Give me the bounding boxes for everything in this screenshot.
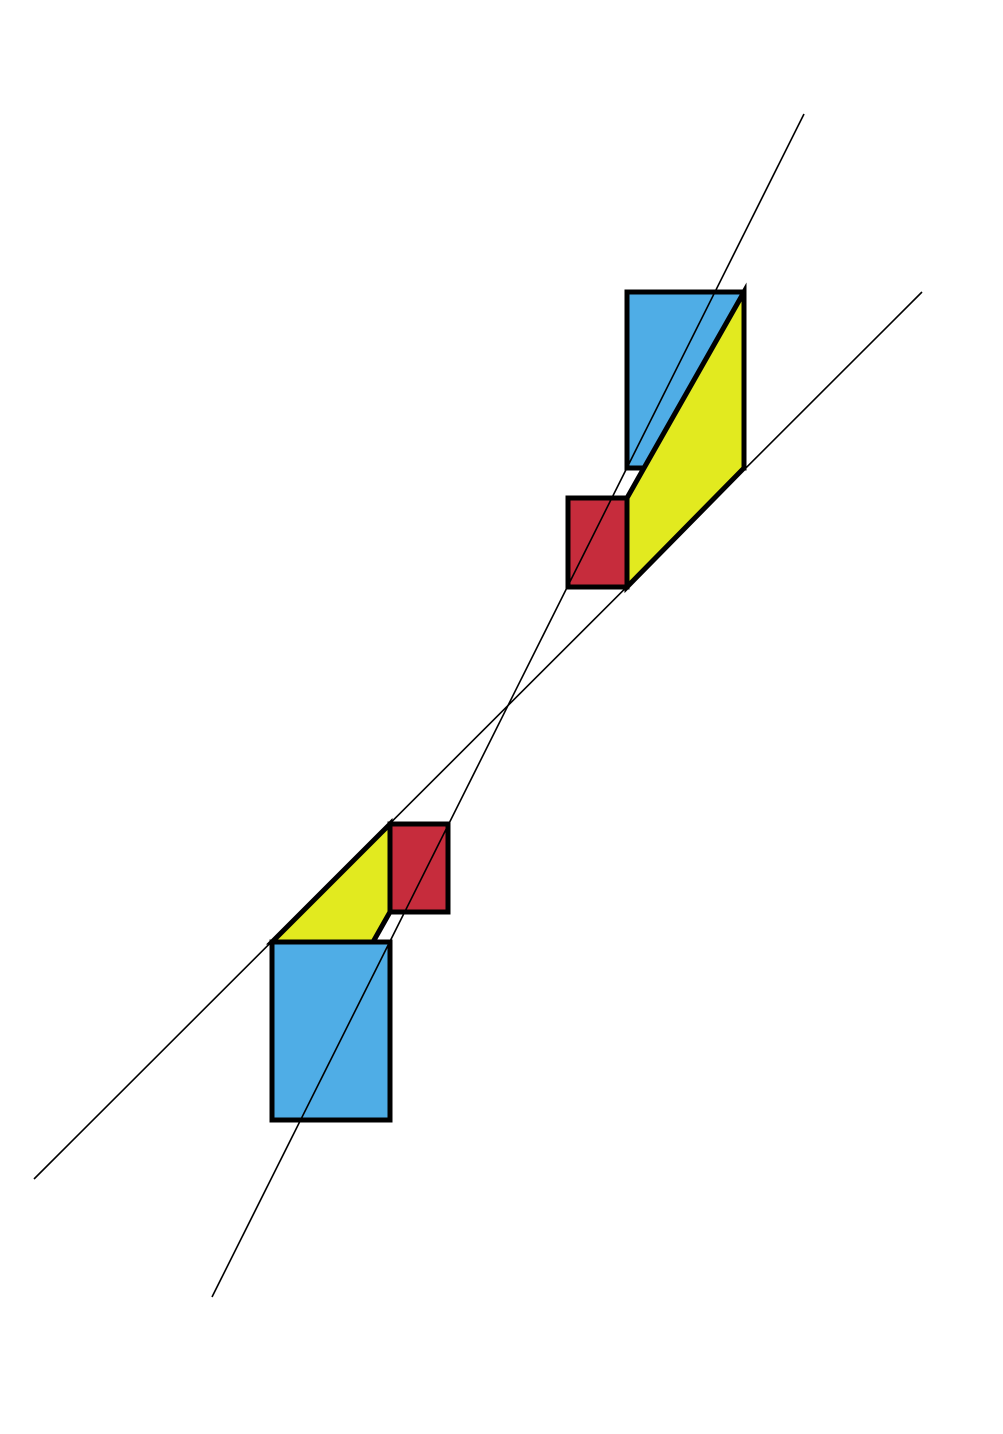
shallow-line	[33, 291, 923, 1180]
upper-red-square	[565, 495, 630, 590]
lower-figure	[265, 817, 451, 1123]
lower-red-square	[387, 821, 451, 915]
upper-figure	[565, 282, 747, 594]
lower-blue-rectangle	[269, 939, 393, 1123]
